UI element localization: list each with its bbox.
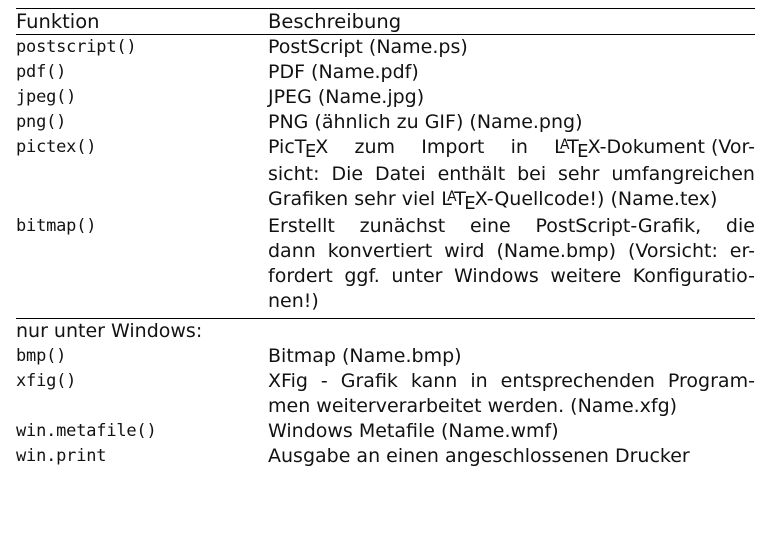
column-header-beschreibung: Beschreibung xyxy=(268,10,402,33)
windows-section-rule xyxy=(16,318,755,319)
description-line: JPEG (Name.jpg) xyxy=(268,86,425,108)
windows-devices-table: nur unter Windows: bmp() Bitmap (Name.bm… xyxy=(16,319,755,469)
function-name-bitmap: bitmap() xyxy=(16,216,97,236)
description-win-print: Ausgabe an einen angeschlossenen Drucker xyxy=(268,444,755,469)
function-name-jpeg: jpeg() xyxy=(16,87,77,107)
description-line: Ausgabe an einen angeschlossenen Drucker xyxy=(268,445,690,467)
function-name-pdf: pdf() xyxy=(16,62,67,82)
description-line: PostScript (Name.ps) xyxy=(268,36,468,58)
description-line: nen!) xyxy=(268,290,319,312)
description-postscript: PostScript (Name.ps) xyxy=(268,35,755,60)
table-header-row: Funktion Beschreibung xyxy=(16,9,755,34)
function-name-win-metafile: win.metafile() xyxy=(16,421,157,441)
table-row: bmp() Bitmap (Name.bmp) xyxy=(16,344,755,369)
column-header-funktion: Funktion xyxy=(16,10,100,33)
description-line: PNG (ähnlich zu GIF) (Name.png) xyxy=(268,111,583,133)
devices-body-table: postscript() PostScript (Name.ps) pdf() … xyxy=(16,35,755,318)
graphics-devices-table: Funktion Beschreibung xyxy=(16,9,755,34)
table-row: postscript() PostScript (Name.ps) xyxy=(16,35,755,60)
description-bmp: Bitmap (Name.bmp) xyxy=(268,344,755,369)
function-name-bmp: bmp() xyxy=(16,346,67,366)
table-row: win.print Ausgabe an einen angeschlossen… xyxy=(16,444,755,469)
section-label-windows: nur unter Windows: xyxy=(16,320,203,342)
function-name-win-print: win.print xyxy=(16,446,107,466)
function-name-png: png() xyxy=(16,112,67,132)
description-line: men weiterverarbeitet werden. (Name.xfg) xyxy=(268,395,678,417)
description-line: Bitmap (Name.bmp) xyxy=(268,345,462,367)
table-row: jpeg() JPEG (Name.jpg) xyxy=(16,85,755,110)
section-label-row: nur unter Windows: xyxy=(16,319,755,344)
devices-table-container: Funktion Beschreibung postscript() PostS… xyxy=(16,8,755,469)
function-name-xfig: xfig() xyxy=(16,371,77,391)
header-separator-rule xyxy=(16,34,755,35)
table-top-rule xyxy=(16,8,755,9)
description-png: PNG (ähnlich zu GIF) (Name.png) xyxy=(268,110,755,135)
table-row: png() PNG (ähnlich zu GIF) (Name.png) xyxy=(16,110,755,135)
description-win-metafile: Windows Metafile (Name.wmf) xyxy=(268,419,755,444)
description-line: PDF (Name.pdf) xyxy=(268,61,419,83)
table-row: pdf() PDF (Name.pdf) xyxy=(16,60,755,85)
description-line: Grafiken sehr viel LATEX-Quellcode!) (Na… xyxy=(268,188,718,215)
description-line: Windows Metafile (Name.wmf) xyxy=(268,420,559,442)
table-row: win.metafile() Windows Metafile (Name.wm… xyxy=(16,419,755,444)
function-name-postscript: postscript() xyxy=(16,37,137,57)
description-pdf: PDF (Name.pdf) xyxy=(268,60,755,85)
function-name-pictex: pictex() xyxy=(16,137,97,157)
description-jpeg: JPEG (Name.jpg) xyxy=(268,85,755,110)
